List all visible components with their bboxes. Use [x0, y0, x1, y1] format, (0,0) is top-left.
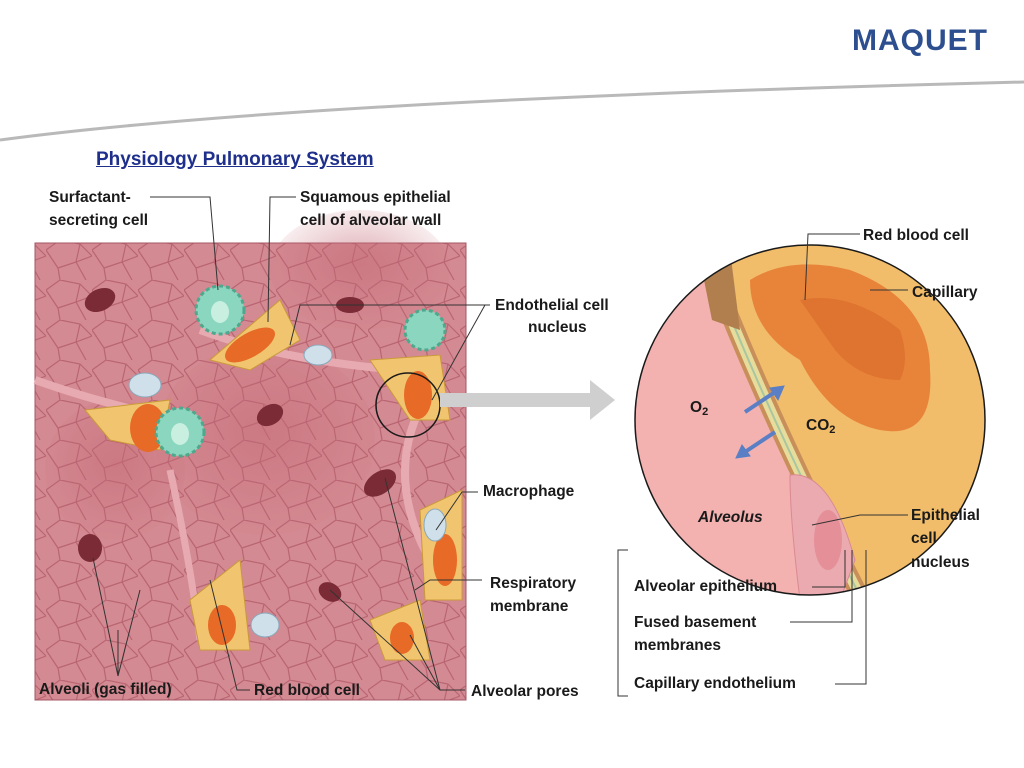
label-respiratory-line2: membrane	[490, 598, 569, 615]
label-fused-line1: Fused basement	[634, 614, 757, 631]
label-alveoli: Alveoli (gas filled)	[39, 681, 172, 698]
leader-lines	[92, 196, 908, 697]
maquet-logo: MAQUET	[852, 24, 988, 57]
label-co2: CO2	[806, 417, 836, 436]
label-surfactant-line2: secreting cell	[49, 212, 149, 229]
label-alveolar-epithelium: Alveolar epithelium	[634, 578, 777, 595]
header-swoosh-divider	[0, 80, 1024, 142]
label-respiratory-line1: Respiratory	[490, 575, 577, 592]
label-squamous-line1: Squamous epithelial	[300, 189, 451, 206]
label-alveolus: Alveolus	[698, 509, 763, 526]
label-fused-line2: membranes	[634, 637, 722, 654]
label-macrophage: Macrophage	[483, 483, 575, 500]
label-capillary-endothelium: Capillary endothelium	[634, 675, 796, 692]
label-alveolar-pores: Alveolar pores	[471, 683, 579, 700]
surfactant-cells	[154, 284, 447, 458]
label-epithelial-line2: cell	[911, 530, 937, 547]
enlarged-membrane-view	[635, 245, 985, 595]
label-o2: O2	[690, 399, 709, 418]
label-co2-subscript: 2	[829, 424, 836, 436]
label-surfactant-line1: Surfactant-	[49, 189, 131, 206]
label-o2-subscript: 2	[702, 406, 709, 418]
label-endothelial-line1: Endothelial cell	[495, 297, 609, 314]
label-endothelial-line2: nucleus	[528, 319, 587, 336]
zoom-arrow-icon	[440, 380, 615, 420]
label-capillary: Capillary	[912, 284, 978, 301]
label-squamous-line2: cell of alveolar wall	[300, 212, 442, 229]
macrophages	[128, 344, 447, 638]
gas-exchange-arrows	[735, 385, 785, 459]
label-red-blood-cell-right: Red blood cell	[863, 227, 969, 244]
slide-title: Physiology Pulmonary System	[96, 149, 374, 170]
label-epithelial-line3: nucleus	[911, 554, 970, 571]
capillary-segments	[84, 299, 463, 661]
label-epithelial-line1: Epithelial	[911, 507, 980, 524]
label-red-blood-cell-left: Red blood cell	[254, 682, 360, 699]
